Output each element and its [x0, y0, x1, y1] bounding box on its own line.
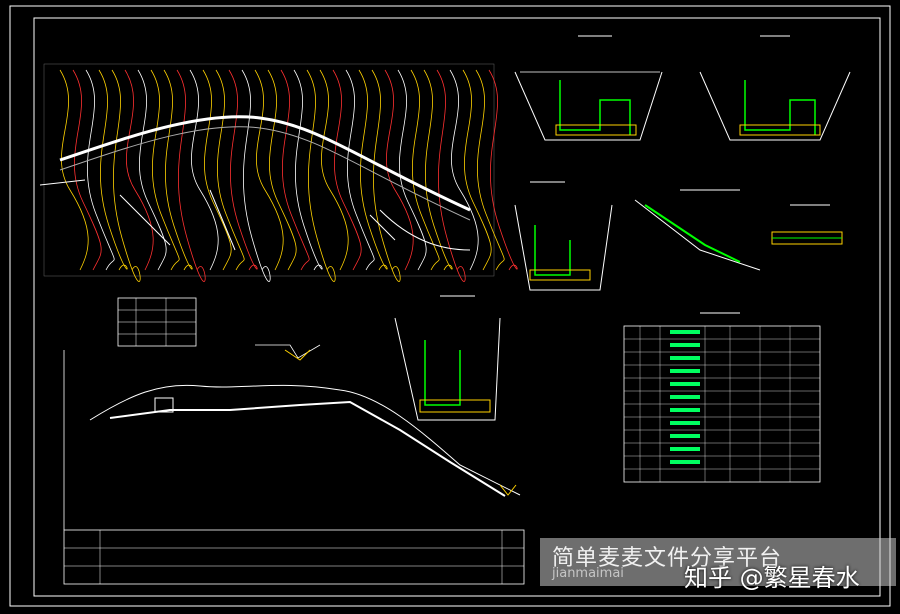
contour-line [72, 69, 102, 271]
contour-line [345, 69, 375, 271]
contour-line [384, 69, 414, 271]
detail-layer [771, 204, 843, 245]
material-swatch [670, 460, 700, 464]
contour-lines [59, 69, 518, 282]
section-1-1 [514, 35, 663, 141]
contour-line [267, 69, 297, 271]
contour-line [98, 69, 128, 271]
contour-line [254, 69, 284, 271]
contour-line [176, 69, 206, 282]
contour-line [111, 69, 141, 282]
section-2-2 [699, 35, 851, 141]
contour-line [449, 69, 479, 271]
material-swatch [670, 447, 700, 451]
contour-line [293, 69, 323, 271]
contour-line [59, 69, 89, 271]
contour-line [241, 69, 271, 282]
contour-line [306, 69, 336, 282]
contour-line [423, 69, 453, 271]
contour-line [137, 69, 167, 271]
contour-line [85, 69, 115, 271]
plan-view [39, 63, 518, 282]
contour-line [358, 69, 388, 271]
contour-line [371, 69, 401, 282]
contour-line [124, 69, 154, 271]
contour-line [332, 69, 362, 271]
longitudinal-profile [63, 350, 521, 530]
contour-line [150, 69, 180, 271]
contour-line [488, 69, 518, 271]
contour-line [436, 69, 466, 282]
contour-line [475, 69, 505, 271]
contour-line [228, 69, 258, 271]
contour-line [189, 69, 219, 271]
contour-line [215, 69, 245, 271]
contour-line [397, 69, 427, 271]
inner-frame [33, 17, 881, 597]
contour-line [280, 69, 310, 271]
profile-data-table [63, 529, 525, 585]
contour-line [462, 69, 492, 271]
contour-line [319, 69, 349, 271]
coordinate-table [117, 297, 197, 347]
watermark-site-text: 简单麦麦文件分享平台 [552, 546, 783, 571]
section-3-3 [394, 295, 501, 421]
material-swatch [670, 382, 700, 386]
material-swatch [670, 434, 700, 438]
material-swatch [670, 343, 700, 347]
watermark-url-text: jianmaimai [552, 566, 624, 581]
material-swatch [670, 395, 700, 399]
contour-line [163, 69, 193, 271]
channel-alignment [59, 115, 471, 212]
watermark-banner [540, 538, 896, 586]
watermark-zhihu-text: 知乎 @繁星春水 [684, 564, 860, 592]
outer-frame [9, 5, 891, 607]
material-swatch [670, 369, 700, 373]
small-detail [255, 344, 321, 361]
section-4-4 [514, 181, 613, 291]
material-swatch [670, 421, 700, 425]
material-swatch [670, 408, 700, 412]
contour-line [410, 69, 440, 271]
detail-slope [634, 189, 761, 271]
material-swatch [670, 330, 700, 334]
contour-line [202, 69, 232, 271]
material-swatch [670, 356, 700, 360]
material-table [623, 312, 821, 483]
